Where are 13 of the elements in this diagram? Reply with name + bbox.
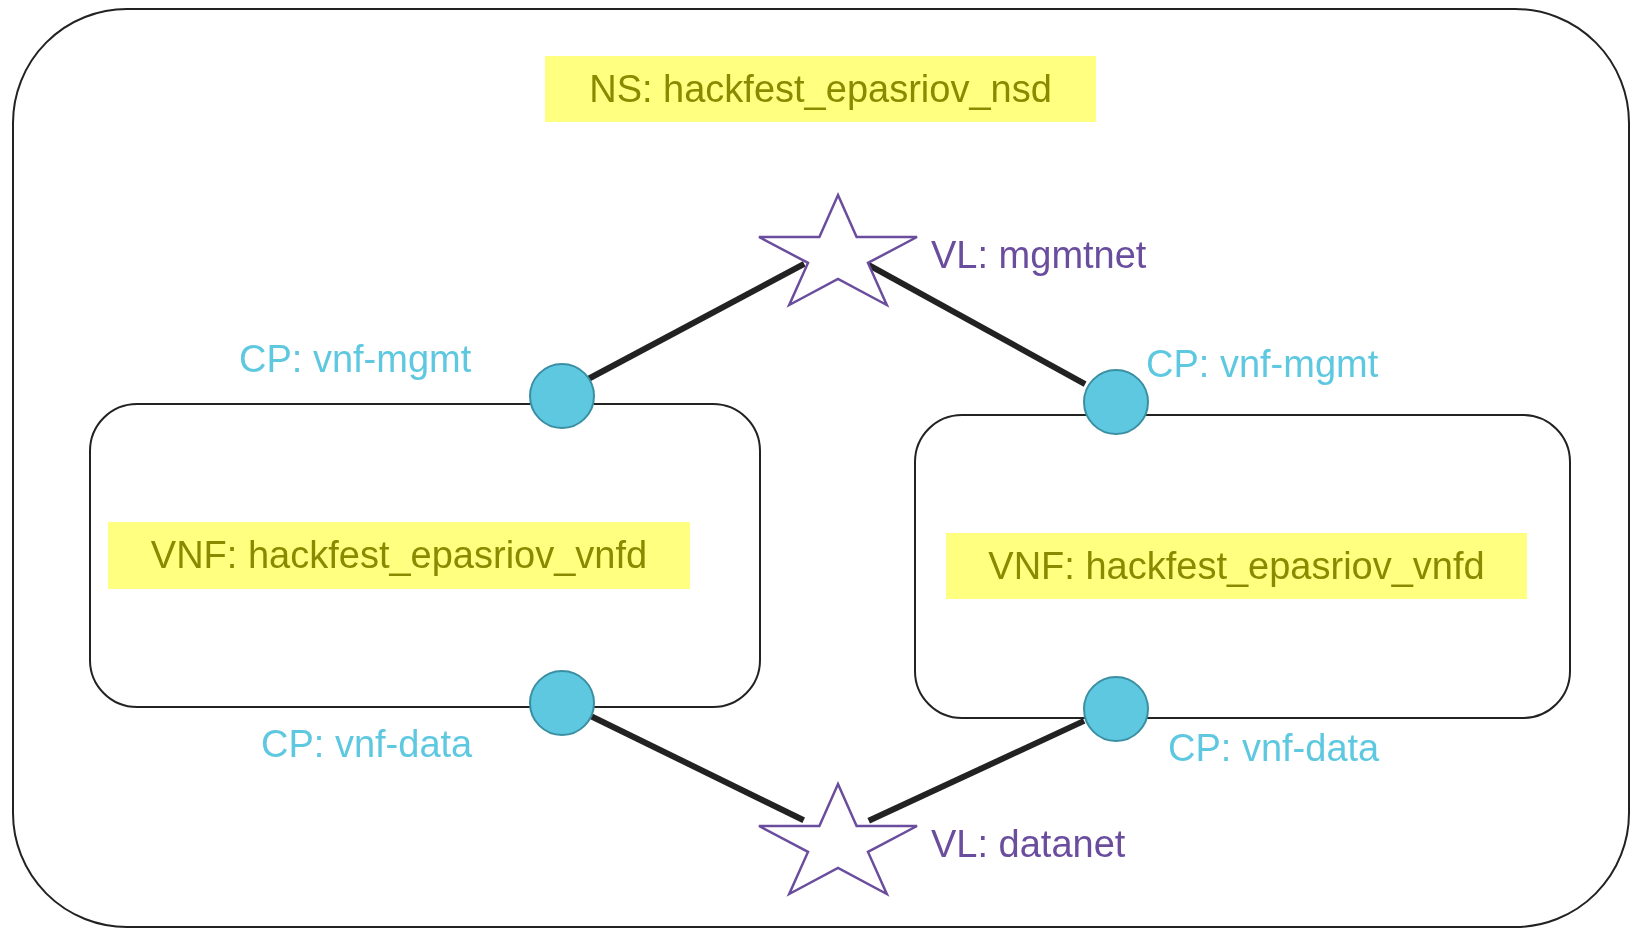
vnf-title: VNF: hackfest_epasriov_vnfd: [946, 533, 1527, 599]
network-service-frame: [12, 8, 1630, 928]
connection-point-label: CP: vnf-data: [261, 723, 473, 766]
virtual-link-label: VL: mgmtnet: [931, 234, 1147, 277]
vnf-box: [89, 403, 761, 708]
vnf-box: [914, 414, 1571, 719]
connection-point-label: CP: vnf-data: [1168, 727, 1380, 770]
service-title: NS: hackfest_epasriov_nsd: [545, 56, 1096, 122]
connection-point-label: CP: vnf-mgmt: [239, 338, 472, 381]
link-line: [867, 718, 1086, 824]
virtual-link-label: VL: datanet: [931, 823, 1126, 866]
vnf-title: VNF: hackfest_epasriov_vnfd: [108, 522, 690, 589]
connection-point-label: CP: vnf-mgmt: [1146, 343, 1379, 386]
